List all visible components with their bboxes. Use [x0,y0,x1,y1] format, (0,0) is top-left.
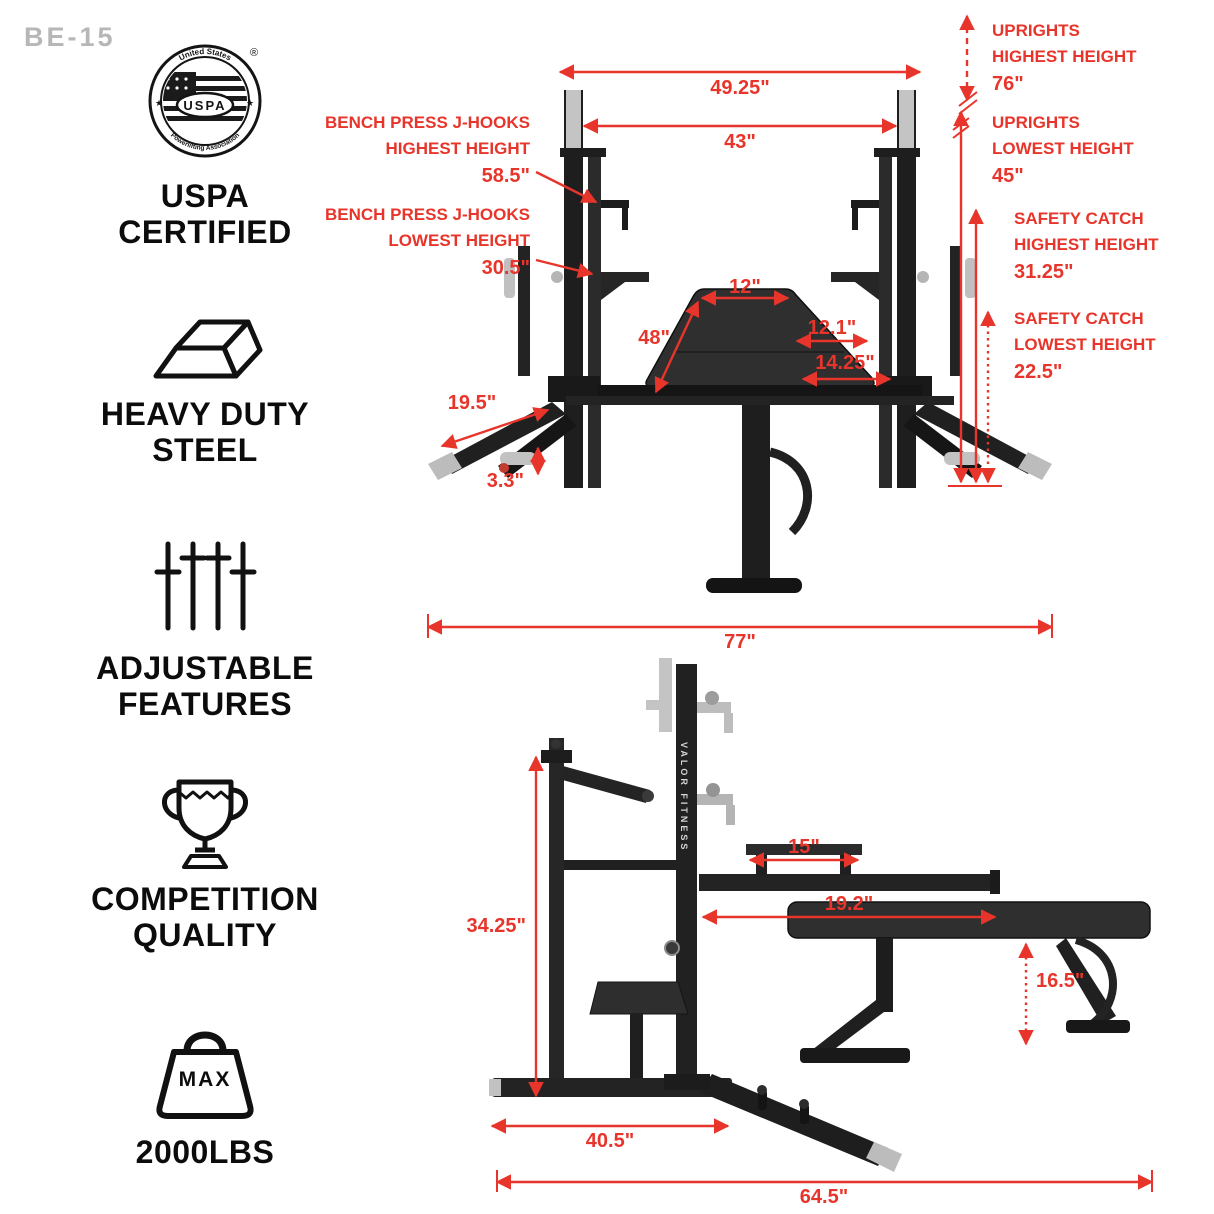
dim-rack-height: 34.25" [466,915,526,937]
dim-pad-width: 12" [729,276,761,298]
dim-roller-height: 3.3" [486,470,524,492]
dim-inner-width: 43" [724,131,756,153]
dim-overall-length: 64.5" [799,1186,849,1208]
dim-bench-height: 16.5" [1036,970,1085,992]
uspa-seal-icon: United States Powerlifting Association ★… [148,44,262,158]
dim-top-width: 49.25" [710,77,770,99]
registered-mark: ® [250,47,258,59]
model-code: BE-15 [24,22,116,52]
dim-safety-highest: SAFETY CATCH HIGHEST HEIGHT 31.25" [1014,209,1159,283]
dim-pad-depth-2: 14.25" [815,352,875,374]
dim-foot-length: 19.5" [447,392,497,414]
adjust-sliders-icon [154,541,257,631]
seal-star-left: ★ [155,98,163,108]
brand-upright-text: VALOR FITNESS [679,742,689,853]
dim-base-length: 40.5" [585,1130,635,1152]
seal-star-right: ★ [246,98,254,108]
dim-jhooks-lowest: BENCH PRESS J-HOOKS LOWEST HEIGHT 30.5" [325,205,530,279]
dim-pad-depth-1: 12.1" [807,317,857,339]
dim-safety-lowest: SAFETY CATCH LOWEST HEIGHT 22.5" [1014,309,1156,383]
dimension-lines [426,14,1154,1192]
dim-jhooks-highest: BENCH PRESS J-HOOKS HIGHEST HEIGHT 58.5" [325,113,530,187]
feature-adjustable-features: ADJUSTABLE FEATURES [96,650,314,723]
feature-heavy-duty-steel: HEAVY DUTY STEEL [100,396,310,469]
dim-seat-length: 15" [788,836,820,858]
max-icon-text: MAX [178,1068,232,1091]
feature-uspa-certified: USPA CERTIFIED [118,178,292,251]
dim-rail-length: 19.2" [824,893,874,915]
feature-competition-quality: COMPETITION QUALITY [91,881,319,954]
steel-ingot-icon [153,319,263,379]
dim-bench-length: 48" [638,327,670,349]
trophy-icon [162,779,248,869]
max-weight-icon [156,1031,254,1119]
feature-max-weight: 2000LBS [135,1134,275,1170]
seal-center-text: USPA [183,98,226,113]
dim-uprights-lowest: UPRIGHTS LOWEST HEIGHT 45" [992,113,1134,187]
dim-uprights-highest: UPRIGHTS HIGHEST HEIGHT 76" [992,21,1137,95]
dim-overall-width: 77" [724,631,756,653]
